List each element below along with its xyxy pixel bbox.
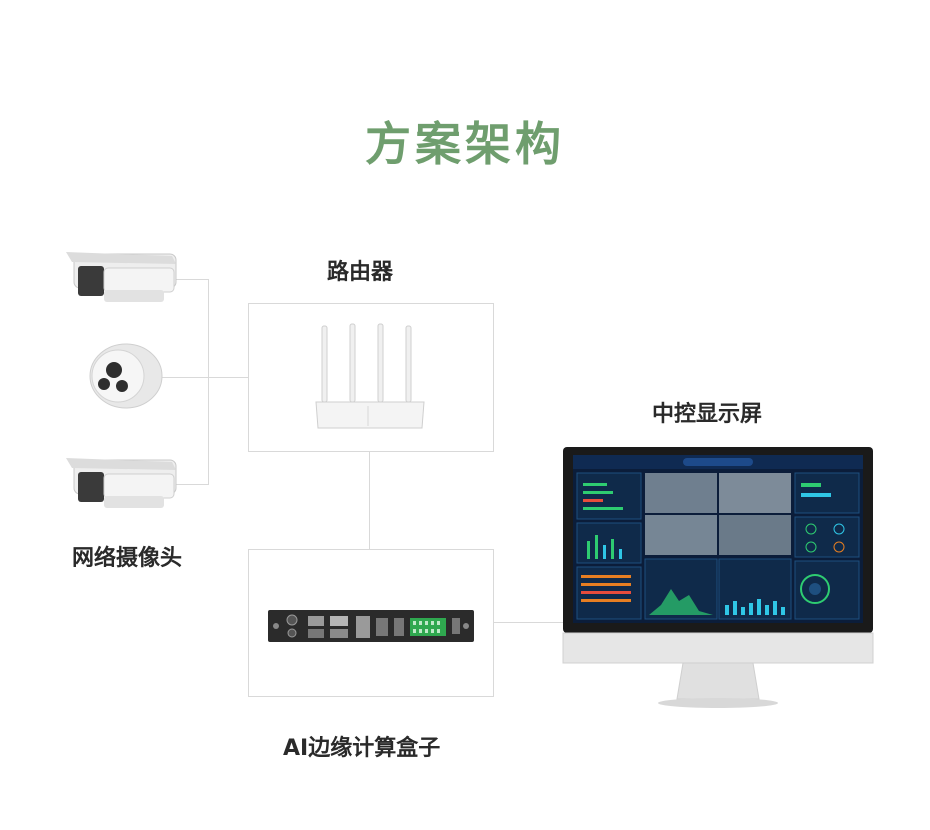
page-title: 方案架构 — [365, 117, 565, 171]
dome-camera-icon — [89, 343, 163, 409]
connector-box-display — [492, 622, 565, 623]
connector-camera-top — [176, 279, 209, 280]
connector-camera-bottom — [176, 484, 209, 485]
cameras-label: 网络摄像头 — [72, 546, 183, 571]
connector-camera-vertical — [208, 279, 209, 485]
bullet-camera-icon — [66, 252, 177, 302]
connector-router-box — [369, 450, 370, 549]
edge-computing-box-icon — [268, 610, 474, 642]
bullet-camera-icon — [66, 458, 177, 508]
dashboard-screen — [573, 455, 863, 623]
router-icon — [315, 323, 425, 429]
dashboard-graphics — [573, 455, 863, 620]
edge-box-label: AI边缘计算盒子 — [283, 736, 441, 761]
display-label: 中控显示屏 — [652, 402, 763, 427]
connector-camera-middle — [162, 377, 248, 378]
router-label: 路由器 — [327, 260, 394, 285]
